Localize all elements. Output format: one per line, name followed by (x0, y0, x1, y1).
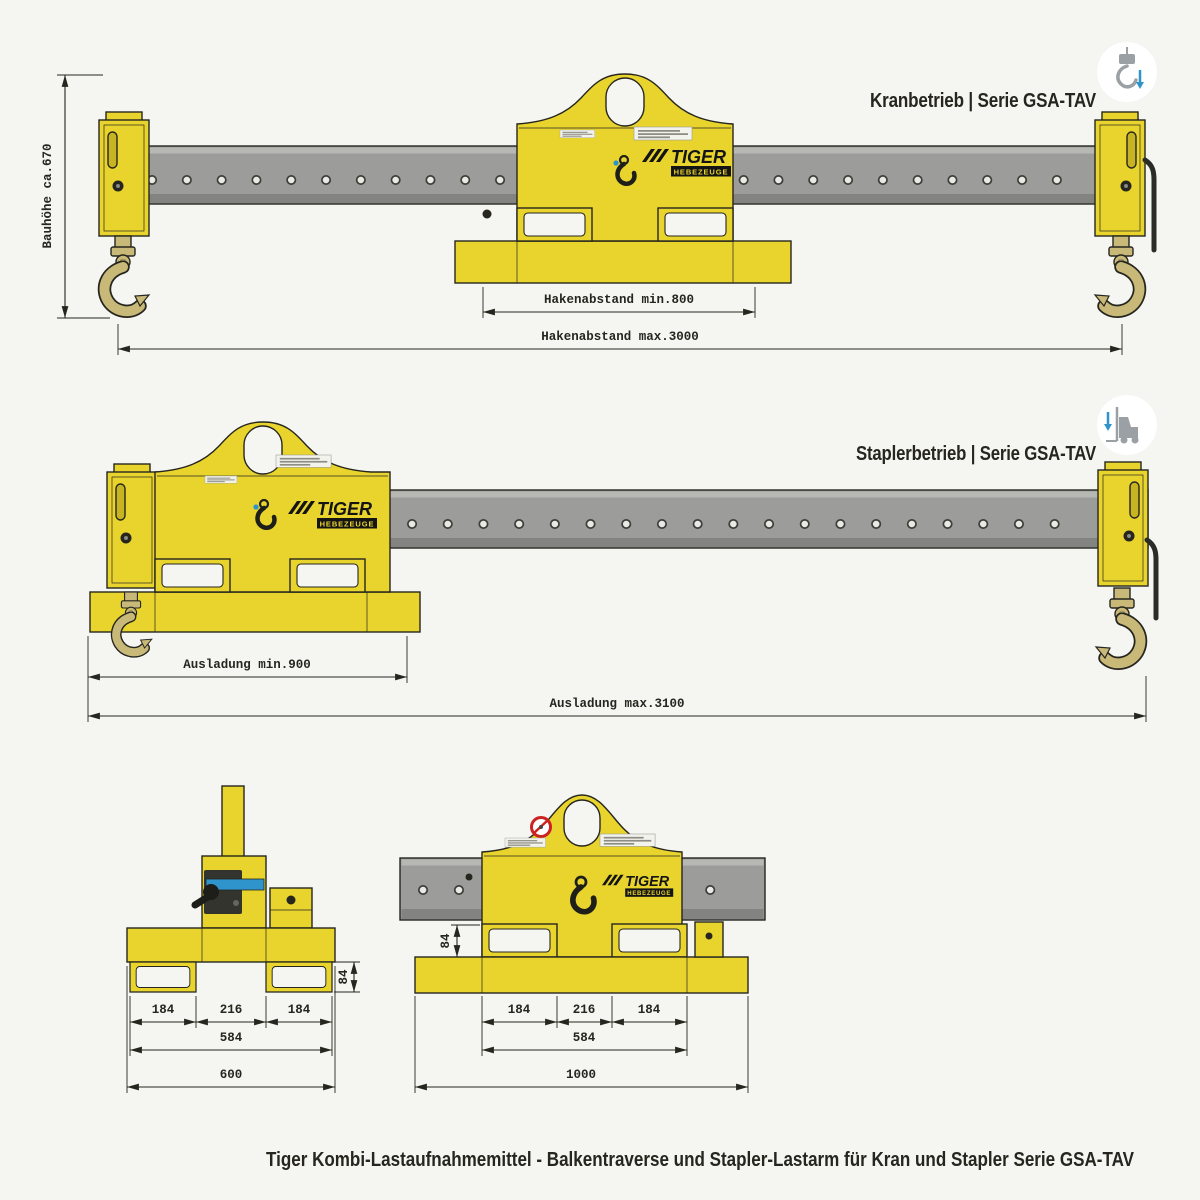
svg-text:584: 584 (220, 1031, 243, 1045)
swivel-hook-left (104, 236, 149, 311)
fork-pocket-left (516, 207, 593, 242)
lifting-eye-hole (563, 799, 601, 847)
no-step-warning-icon (530, 816, 552, 838)
svg-text:584: 584 (573, 1031, 596, 1045)
svg-text:Bauhöhe ca.670: Bauhöhe ca.670 (41, 143, 55, 248)
label-sticker (633, 126, 693, 141)
right-handle (1142, 157, 1157, 253)
fork-base-plate (454, 240, 792, 284)
center-housing (481, 794, 683, 958)
forklift-view: Ausladung min.900 Ausladung max.3100 Sta… (87, 395, 1159, 722)
dim-ausladung-min: Ausladung min.900 (87, 636, 408, 722)
dim-ausladung-max: Ausladung max.3100 (88, 676, 1147, 722)
svg-text:Hakenabstand max.3000: Hakenabstand max.3000 (541, 330, 699, 344)
svg-text:Ausladung max.3100: Ausladung max.3100 (549, 697, 684, 711)
svg-text:184: 184 (638, 1003, 661, 1017)
svg-text:84: 84 (337, 969, 351, 985)
page-caption: Tiger Kombi-Lastaufnahmemittel - Balkent… (266, 1149, 1135, 1171)
fork-pocket-right (265, 961, 333, 993)
mast (221, 785, 245, 863)
forklift-icon (1097, 395, 1157, 455)
cross-plate (126, 927, 336, 963)
label-sticker (204, 475, 238, 484)
lifting-eye-hole (605, 77, 645, 127)
fork-base-plate (89, 591, 421, 633)
dim-hakenabstand-min: Hakenabstand min.800 (482, 287, 756, 318)
crane-view: Bauhöhe ca.670 Hakenabstand min.800 Hake… (41, 42, 1157, 355)
svg-text:184: 184 (508, 1003, 531, 1017)
side-view: 84 184 216 184 584 600 (126, 785, 360, 1093)
svg-text:84: 84 (439, 933, 453, 949)
dim-hakenabstand-max: Hakenabstand max.3000 (117, 324, 1123, 355)
forklift-view-title: Staplerbetrieb | Serie GSA-TAV (856, 443, 1097, 465)
svg-text:184: 184 (288, 1003, 311, 1017)
label-sticker (599, 833, 656, 847)
right-handle (1144, 537, 1159, 621)
crane-hook-icon (1097, 42, 1157, 102)
fork-base-plate (414, 956, 749, 994)
label-sticker (559, 129, 596, 139)
side-block (694, 921, 724, 958)
center-housing (516, 73, 734, 242)
right-end-bracket (1097, 461, 1149, 587)
svg-text:216: 216 (573, 1003, 596, 1017)
ratchet-mechanism (191, 870, 265, 914)
dim-bottom: 184 216 184 584 600 (126, 966, 336, 1093)
fork-pocket-right (611, 923, 688, 958)
svg-text:600: 600 (220, 1068, 243, 1082)
beam-bolt (465, 873, 473, 881)
stop-bolt (482, 209, 492, 219)
front-view: 84 184 216 184 584 1000 (399, 794, 766, 1093)
svg-text:Hakenabstand min.800: Hakenabstand min.800 (544, 293, 694, 307)
center-housing (154, 421, 391, 593)
fork-pocket-left (481, 923, 558, 958)
label-sticker (275, 454, 332, 468)
right-end-bracket (1094, 111, 1146, 237)
crane-view-title: Kranbetrieb | Serie GSA-TAV (870, 90, 1097, 112)
dim-bottom: 184 216 184 584 1000 (414, 996, 749, 1093)
svg-text:184: 184 (152, 1003, 175, 1017)
fork-pocket-left (154, 558, 231, 593)
left-end-bracket (98, 111, 150, 237)
lifting-eye-hole (243, 425, 283, 475)
swivel-hook-right (1096, 588, 1141, 663)
side-bracket (269, 887, 313, 929)
dim-bauhoehe: Bauhöhe ca.670 (41, 74, 110, 319)
fork-pocket-right (657, 207, 734, 242)
fork-pocket-left (129, 961, 197, 993)
svg-text:216: 216 (220, 1003, 243, 1017)
svg-text:Ausladung min.900: Ausladung min.900 (183, 658, 311, 672)
dim-pocket-height: 84 (439, 924, 480, 958)
svg-text:1000: 1000 (566, 1068, 596, 1082)
label-sticker (504, 837, 546, 848)
fork-pocket-right (289, 558, 366, 593)
left-end-bracket (106, 463, 158, 589)
dim-pocket-height: 84 (334, 961, 360, 993)
swivel-hook-right (1095, 236, 1140, 311)
